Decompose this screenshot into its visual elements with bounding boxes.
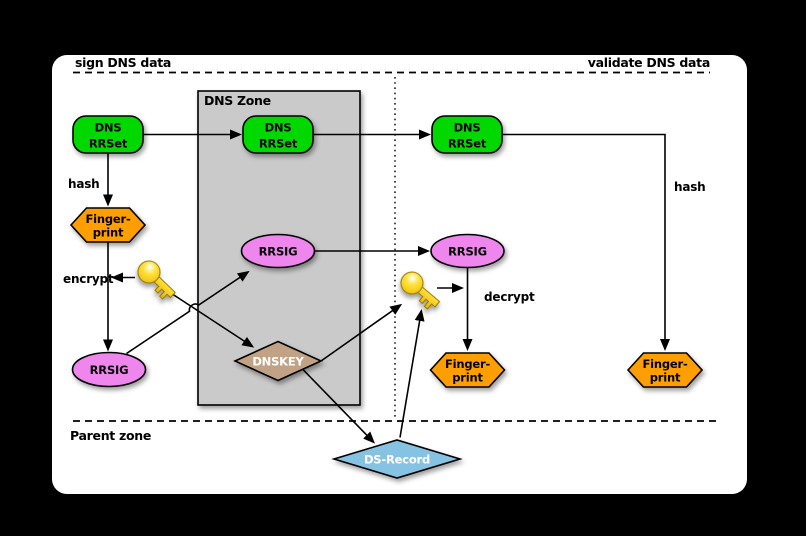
hash-sign-label: hash [68, 177, 100, 191]
svg-text:Finger-: Finger- [445, 357, 490, 371]
node-fingerprint-validate: Finger- print [429, 352, 506, 388]
node-fingerprint-parent: Finger- print [626, 352, 704, 388]
svg-text:Finger-: Finger- [642, 357, 687, 371]
svg-text:print: print [93, 226, 124, 240]
parent-zone-label: Parent zone [70, 428, 151, 443]
decrypt-label: decrypt [484, 290, 535, 304]
validate-section-label: validate DNS data [588, 55, 710, 70]
sign-section-label: sign DNS data [75, 55, 171, 70]
dns-zone-label: DNS Zone [204, 93, 271, 108]
node-rrset-zone: DNS RRSet [242, 115, 314, 154]
svg-text:DNSKEY: DNSKEY [252, 355, 304, 369]
node-rrsig-zone: RRSIG [240, 233, 316, 269]
svg-text:RRSet: RRSet [89, 137, 128, 151]
svg-text:DNS: DNS [454, 121, 481, 135]
edge-dnskey-to-ds-record [301, 367, 375, 444]
node-rrset-sign: DNS RRSet [72, 115, 144, 154]
edge-dnskey-to-key-validate [320, 303, 403, 362]
svg-text:RRSIG: RRSIG [90, 363, 129, 377]
encrypt-label: encrypt [63, 272, 114, 286]
node-dnskey: DNSKEY [233, 340, 323, 382]
svg-text:RRSet: RRSet [448, 137, 487, 151]
svg-text:DNS: DNS [95, 121, 122, 135]
node-rrset-validate: DNS RRSet [431, 115, 503, 154]
node-rrsig-validate: RRSIG [430, 233, 505, 269]
edge-key-sign-to-dnskey [169, 291, 255, 348]
svg-text:RRSet: RRSet [259, 137, 298, 151]
node-ds-record: DS-Record [331, 439, 463, 479]
edge-rrsig-sign-to-rrsig-zone [126, 270, 250, 355]
edge-rrset-validate-to-fingerprint-parent [502, 133, 670, 351]
edges [103, 129, 670, 444]
key-icon-sign [137, 260, 176, 300]
svg-text:print: print [452, 371, 483, 385]
svg-text:DS-Record: DS-Record [364, 453, 430, 467]
hash-validate-label: hash [674, 180, 706, 194]
svg-text:DNS: DNS [265, 121, 292, 135]
svg-text:RRSIG: RRSIG [259, 245, 298, 259]
svg-text:RRSIG: RRSIG [448, 245, 487, 259]
svg-text:print: print [650, 371, 681, 385]
edge-ds-record-to-key-validate [399, 309, 425, 438]
node-fingerprint-sign: Finger- print [69, 207, 147, 243]
svg-text:Finger-: Finger- [85, 212, 130, 226]
node-rrsig-sign: RRSIG [71, 351, 147, 388]
key-icon-validate [400, 271, 441, 310]
